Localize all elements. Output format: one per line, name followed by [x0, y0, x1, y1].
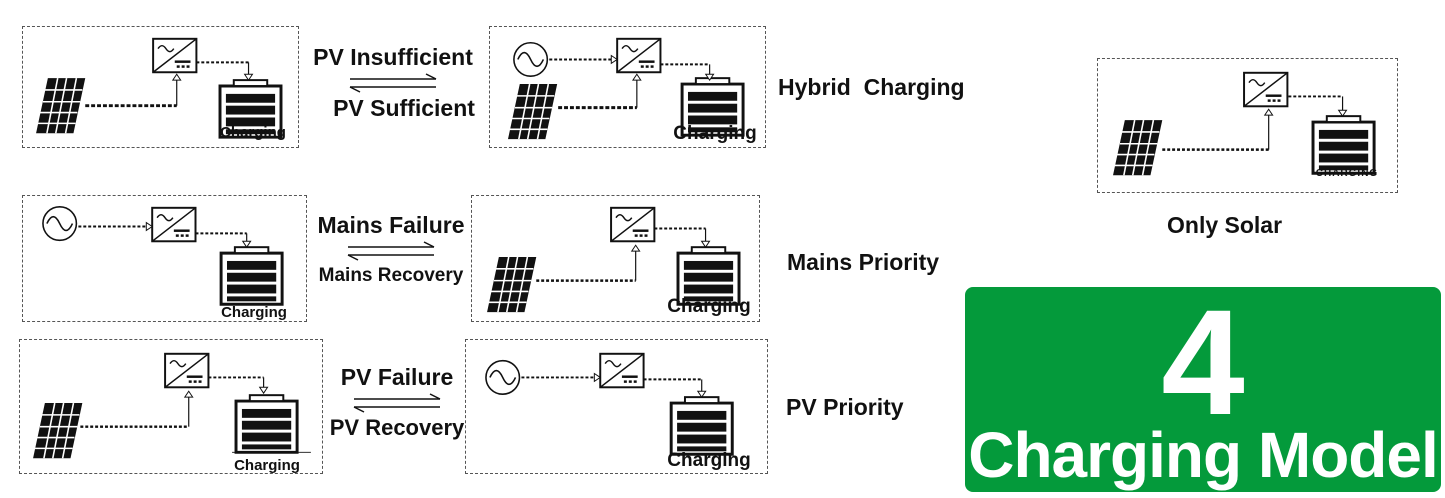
inverter-icon: [1243, 71, 1289, 108]
charging-label: Charging: [234, 457, 300, 474]
transition-hybrid: PV Insufficient PV Sufficient: [303, 44, 483, 122]
battery-icon: [234, 393, 299, 454]
diagram-panel-only-solar: CHARGING: [1097, 58, 1398, 193]
diagram-panel-mains-only: Charging: [22, 195, 307, 322]
diagram-panel-mains-priority: Charging: [471, 195, 760, 322]
transition-top-label: Mains Failure: [317, 212, 465, 238]
solar-panel-icon: [35, 77, 87, 135]
inverter-icon: [610, 206, 656, 243]
swap-arrows-icon: [353, 393, 441, 413]
diagram-panel-pv-only-2: Charging: [19, 339, 323, 474]
mode-mains-priority: Mains Priority: [787, 249, 940, 275]
battery-icon: [219, 245, 284, 306]
badge-number: 4: [1161, 278, 1245, 446]
swap-arrows-icon: [349, 73, 437, 93]
transition-mains: Mains Failure Mains Recovery: [306, 212, 476, 287]
solar-panel-icon: [486, 256, 538, 313]
transition-pv: PV Failure PV Recovery: [322, 364, 472, 441]
charging-label: Charging: [667, 450, 751, 471]
inverter-icon: [599, 352, 645, 389]
ac-mains-icon: [485, 359, 521, 395]
diagram-panel-pv-priority: Charging: [465, 339, 768, 474]
charging-label: Charging: [220, 124, 286, 141]
diagram-panel-hybrid: Charging: [489, 26, 766, 148]
transition-bottom-label: PV Recovery: [329, 415, 465, 440]
ac-mains-icon: [42, 206, 78, 242]
mode-pv-priority: PV Priority: [786, 394, 904, 420]
mode-only-solar: Only Solar: [1167, 212, 1283, 238]
charging-label: Charging: [221, 304, 287, 321]
mode-hybrid-charging: Hybrid Charging: [778, 74, 965, 100]
badge-title: Charging Model: [968, 419, 1439, 491]
solar-panel-icon: [32, 402, 84, 460]
charging-model-badge: 4 Charging Model: [965, 287, 1441, 492]
transition-top-label: PV Failure: [340, 364, 454, 390]
diagram-panel-pv-only: Charging: [22, 26, 299, 148]
swap-arrows-icon: [347, 241, 435, 261]
solar-panel-icon: [507, 83, 558, 140]
transition-bottom-label: PV Sufficient: [333, 95, 475, 121]
inverter-icon: [616, 37, 662, 74]
transition-top-label: PV Insufficient: [313, 44, 473, 70]
battery-icon: [669, 395, 734, 456]
charging-label: Charging: [673, 123, 757, 144]
battery-icon: [1311, 114, 1376, 175]
inverter-icon: [164, 352, 210, 389]
charging-stencil-label: CHARGING: [1315, 168, 1379, 179]
ac-mains-icon: [513, 41, 549, 77]
charging-label: Charging: [667, 296, 751, 317]
inverter-icon: [152, 37, 198, 74]
transition-bottom-label: Mains Recovery: [318, 265, 464, 286]
inverter-icon: [151, 206, 197, 243]
solar-panel-icon: [1112, 119, 1164, 177]
